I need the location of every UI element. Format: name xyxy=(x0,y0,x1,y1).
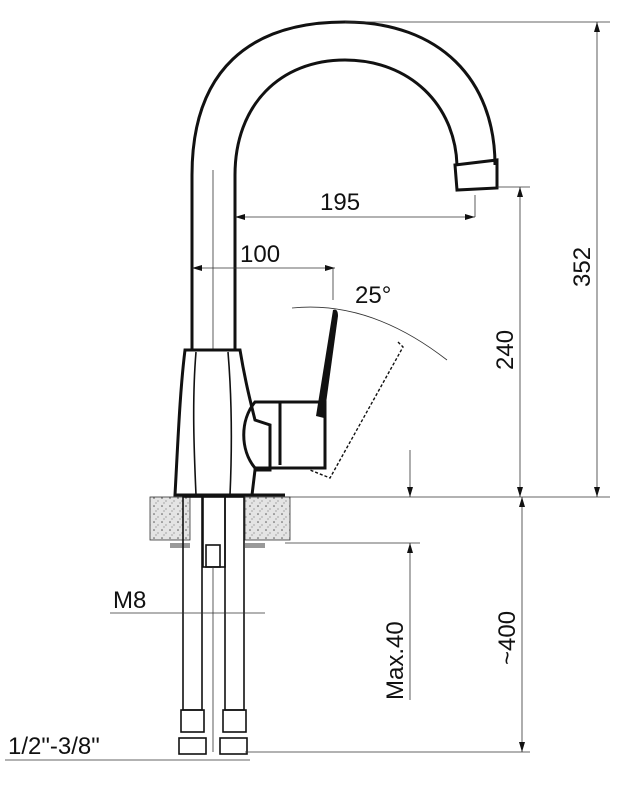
hose-connection-label: 1/2"-3/8" xyxy=(8,733,100,760)
outlet-height-label: 240 xyxy=(492,330,519,370)
total-height-label: 352 xyxy=(569,247,596,287)
stud-thread-label: M8 xyxy=(113,587,146,614)
lever-angle-label: 25° xyxy=(355,282,391,309)
lever xyxy=(291,268,448,479)
lever-offset-label: 100 xyxy=(240,241,280,268)
dimension-lines xyxy=(5,21,610,761)
reach-label: 195 xyxy=(320,189,360,216)
hoses xyxy=(178,496,248,755)
spout xyxy=(190,20,499,350)
max-counter-label: Max.40 xyxy=(382,621,409,700)
hose-length-label: ~400 xyxy=(494,611,521,665)
countertop xyxy=(149,496,291,548)
faucet-body xyxy=(173,348,327,497)
